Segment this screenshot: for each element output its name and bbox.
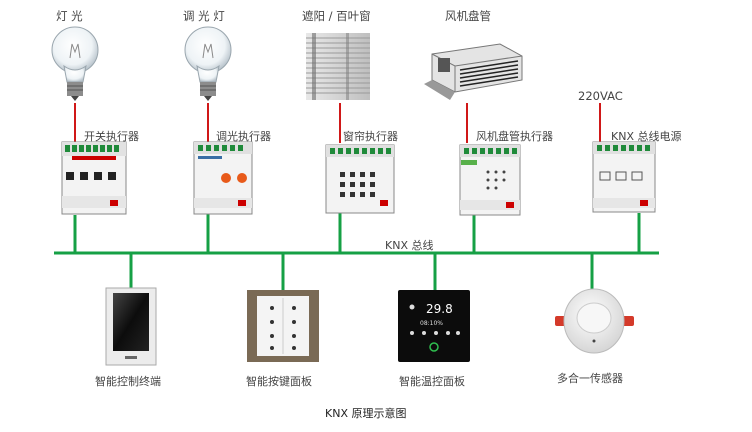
- dimming-actuator-device: [193, 141, 253, 215]
- multi-sensor-device: [555, 288, 634, 354]
- smart-key-panel-label: 智能按键面板: [246, 375, 312, 388]
- fan-coil-label: 风机盘管: [445, 9, 491, 23]
- knx-bus-label: KNX 总线: [385, 239, 434, 252]
- fan-coil-actuator-label: 风机盘管执行器: [476, 130, 553, 143]
- load-feed-lines: [74, 103, 601, 143]
- fan-coil-unit-icon: [424, 43, 523, 100]
- dimmable-bulb-icon: [184, 26, 232, 101]
- window-blinds-icon: [306, 33, 370, 100]
- switch-actuator-device: [61, 141, 127, 215]
- multi-sensor-label: 多合一传感器: [557, 372, 623, 385]
- knx-bus: [54, 212, 659, 290]
- fan-coil-actuator-device: [459, 144, 521, 216]
- thermostat-sub-readout: 08:10%: [420, 320, 443, 327]
- light-bulb-icon: [51, 26, 99, 101]
- blinds-label: 遮阳 / 百叶窗: [302, 9, 371, 23]
- switch-actuator-label: 开关执行器: [84, 130, 139, 143]
- dimming-actuator-label: 调光执行器: [216, 130, 271, 143]
- dimmable-light-label: 调 光 灯: [183, 9, 225, 23]
- smart-key-panel-device: [247, 290, 319, 362]
- curtain-actuator-label: 窗帘执行器: [343, 130, 398, 143]
- knx-power-supply-device: [592, 141, 656, 213]
- knx-power-supply-label: KNX 总线电源: [611, 130, 682, 143]
- diagram-caption: KNX 原理示意图: [325, 407, 407, 420]
- curtain-actuator-device: [325, 144, 395, 214]
- ac-supply-label: 220VAC: [578, 89, 623, 103]
- smart-thermostat-label: 智能温控面板: [399, 375, 465, 388]
- smart-thermostat-device: 29.8 08:10%: [398, 290, 470, 362]
- smart-terminal-label: 智能控制终端: [95, 375, 161, 388]
- smart-terminal-device: [105, 287, 157, 366]
- lighting-label: 灯 光: [56, 9, 83, 23]
- thermostat-temp-readout: 29.8: [426, 302, 453, 316]
